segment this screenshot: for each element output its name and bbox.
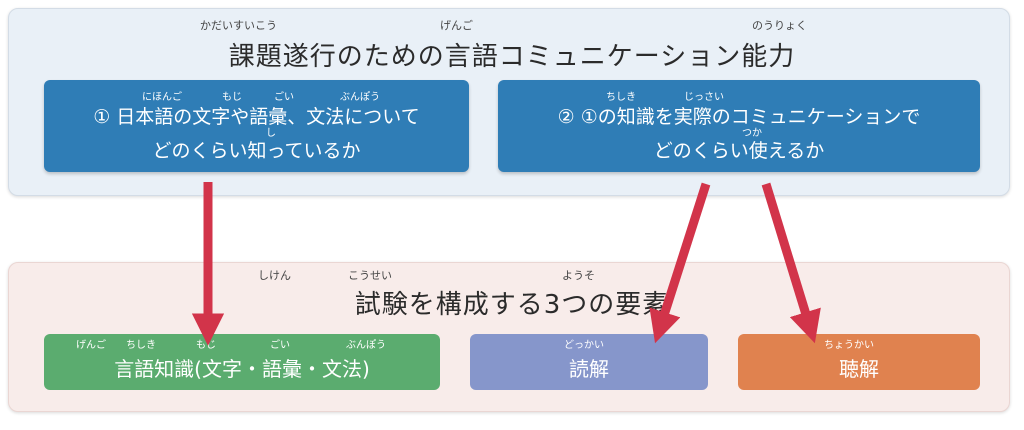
ruby-youso: ようそ	[562, 269, 595, 282]
component-reading: どっかい 読解	[470, 334, 708, 390]
ruby-goi: ごい	[274, 92, 294, 103]
ruby-gengo2: げんご	[76, 340, 106, 351]
knowledge-box: にほんご もじ ごい ぶんぽう ① 日本語の文字や語彙、文法について し どのく…	[44, 80, 469, 172]
ruby-bunpou: ぶんぽう	[340, 92, 380, 103]
ruby-nihongo: にほんご	[142, 92, 182, 103]
bottom-panel-title: 試験を構成する3つの要素	[354, 290, 670, 320]
component-language-knowledge-label: 言語知識(文字・語彙・文法)	[114, 357, 370, 381]
knowledge-box-line2: どのくらい知っているか	[152, 140, 361, 162]
usage-box: ちしき じっさい ② ①の知識を実際のコミュニケーションで つか どのくらい使え…	[498, 80, 980, 172]
ruby-jissai: じっさい	[684, 92, 724, 103]
component-language-knowledge: げんご ちしき もじ ごい ぶんぽう 言語知識(文字・語彙・文法)	[44, 334, 440, 390]
usage-box-line1: ② ①の知識を実際のコミュニケーションで	[557, 106, 921, 128]
ruby-shiken: しけん	[258, 269, 291, 282]
component-listening-label: 聴解	[839, 357, 879, 381]
ruby-shi: し	[266, 128, 276, 139]
ruby-goi2: ごい	[270, 340, 290, 351]
ruby-kousei: こうせい	[348, 269, 392, 282]
usage-box-line2: どのくらい使えるか	[653, 140, 825, 162]
ruby-bunpou2: ぶんぽう	[346, 340, 386, 351]
ruby-chishiki: ちしき	[606, 92, 636, 103]
ruby-nouryoku: のうりょく	[752, 19, 807, 32]
ruby-dokkai: どっかい	[564, 340, 604, 351]
ruby-kadai: かだいすいこう	[200, 19, 277, 32]
ruby-chishiki2: ちしき	[126, 340, 156, 351]
component-listening: ちょうかい 聴解	[738, 334, 980, 390]
ruby-choukai: ちょうかい	[824, 340, 874, 351]
ruby-moji: もじ	[222, 92, 242, 103]
ruby-gengo: げんご	[440, 19, 473, 32]
ruby-tsuka: つか	[742, 128, 762, 139]
top-panel-title: 課題遂行のための言語コミュニケーション能力	[228, 42, 796, 72]
ruby-moji2: もじ	[196, 340, 216, 351]
knowledge-box-line1: ① 日本語の文字や語彙、文法について	[93, 106, 420, 128]
component-reading-label: 読解	[569, 357, 609, 381]
